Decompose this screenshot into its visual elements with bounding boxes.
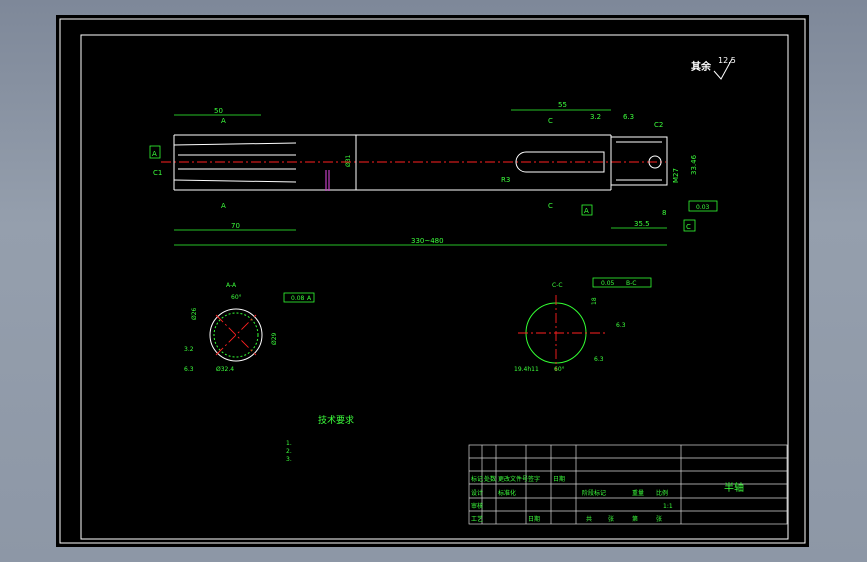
ra-32: 3.2 [590, 113, 601, 121]
dim-small-8: 8 [662, 209, 666, 217]
inner-border [80, 34, 789, 540]
tb-r1-c3: 更改文件号 [498, 475, 528, 483]
section-c-datum: B-C [626, 280, 636, 287]
ra-section-a: 3.2 [184, 346, 194, 353]
main-dimensions: 50 A 70 A 330~480 55 35.5 8 M27 33.46 C2… [149, 101, 718, 246]
dim-thread: M27 [672, 168, 680, 183]
section-c-gdt: 0.05 [601, 280, 615, 287]
dim-spline-bottom: 70 [231, 222, 240, 230]
part-name: 半轴 [724, 481, 744, 494]
tb-mid-header-3: 比例 [656, 489, 668, 497]
tb-mid-header-2: 重量 [632, 489, 644, 497]
outer-border [59, 18, 806, 544]
section-a-a: A-A 60° 0.08 A Ø32.4 3.2 6.3 Ø26 Ø29 [184, 282, 315, 373]
section-c-flat: 19.4h11 [514, 366, 539, 373]
left-mark-a-bottom: A [221, 202, 226, 210]
dim-diameter-right: 33.46 [690, 154, 698, 175]
tech-title: 技术要求 [318, 414, 354, 426]
tb-r3-c1: 审核 [471, 502, 483, 510]
tb-bottom-4: 张 [656, 515, 662, 523]
datum-a-box: A [152, 150, 157, 158]
datum-c-box: C [686, 223, 691, 231]
tech-note-1: 1. [286, 440, 292, 447]
shaft-main-view [161, 134, 668, 191]
tb-r4-c1: 工艺 [471, 515, 483, 523]
dim-chamfer-c1: C1 [153, 169, 162, 177]
ra-section-c-2: 6.3 [594, 356, 604, 363]
tb-r1-c2: 处数 [484, 475, 496, 483]
tb-scale: 1:1 [663, 503, 673, 510]
tech-note-2: 2. [286, 448, 292, 455]
datum-a-right: A [584, 207, 589, 215]
tb-bottom-3: 第 [632, 515, 638, 523]
title-block: 标记 处数 更改文件号 签字 日期 设计 标准化 审核 工艺 日期 阶段标记 重… [468, 444, 788, 525]
ra-section-c: 6.3 [616, 322, 626, 329]
dim-spline-top: 50 [214, 107, 223, 115]
section-c-c: C-C 0.05 B-C 19.4h11 60° 6.3 6.3 18 [514, 277, 652, 373]
technical-requirements: 技术要求 1. 2. 3. [286, 414, 354, 463]
tb-r2-c3: 标准化 [498, 489, 516, 497]
c-left-dim: 18 [591, 297, 598, 305]
surface-finish-symbol [713, 58, 733, 80]
tech-note-3: 3. [286, 456, 292, 463]
section-c-label: C-C [552, 282, 563, 289]
dim-total-length: 330~480 [411, 237, 444, 245]
a-left-dim: Ø26 [191, 307, 198, 320]
section-a-gdt: 0.08 [291, 295, 305, 302]
ra-63: 6.3 [623, 113, 634, 121]
surface-finish-other-value: 12.5 [718, 56, 736, 65]
section-a-datum: A [307, 295, 312, 302]
section-a-label: A-A [226, 282, 237, 289]
tb-bottom-1: 共 [586, 515, 592, 523]
section-a-bottom: Ø32.4 [216, 366, 234, 373]
flatness-value: 0.03 [696, 204, 710, 211]
left-mark-a-top: A [221, 117, 226, 125]
ra-section-a-2: 6.3 [184, 366, 194, 373]
tb-r1-c4: 签字 [528, 475, 540, 483]
dim-groove-r: R3 [501, 176, 510, 184]
section-c-mark-top: C [548, 117, 553, 125]
dim-right-bottom: 35.5 [634, 220, 650, 228]
drawing-sheet: 其余 12.5 50 A 70 A 330~480 55 [56, 15, 809, 547]
tb-r1-c5: 日期 [553, 475, 565, 483]
tb-r1-c1: 标记 [471, 475, 483, 483]
tb-r4-c3: 日期 [528, 515, 540, 523]
section-c-mark-bottom: C [548, 202, 553, 210]
section-a-angle: 60° [231, 294, 242, 301]
tb-bottom-2: 张 [608, 515, 614, 523]
tb-mid-header-1: 阶段标记 [582, 489, 606, 497]
section-c-angle: 60° [554, 366, 565, 373]
cad-drawing: 其余 12.5 50 A 70 A 330~480 55 [59, 18, 806, 544]
tb-r2-c1: 设计 [471, 489, 483, 497]
dim-chamfer-c2: C2 [654, 121, 663, 129]
surface-finish-other-label: 其余 [691, 60, 712, 73]
a-right-dim: Ø29 [271, 332, 278, 345]
dim-right-top: 55 [558, 101, 567, 109]
dim-mid: Ø31 [345, 154, 352, 167]
